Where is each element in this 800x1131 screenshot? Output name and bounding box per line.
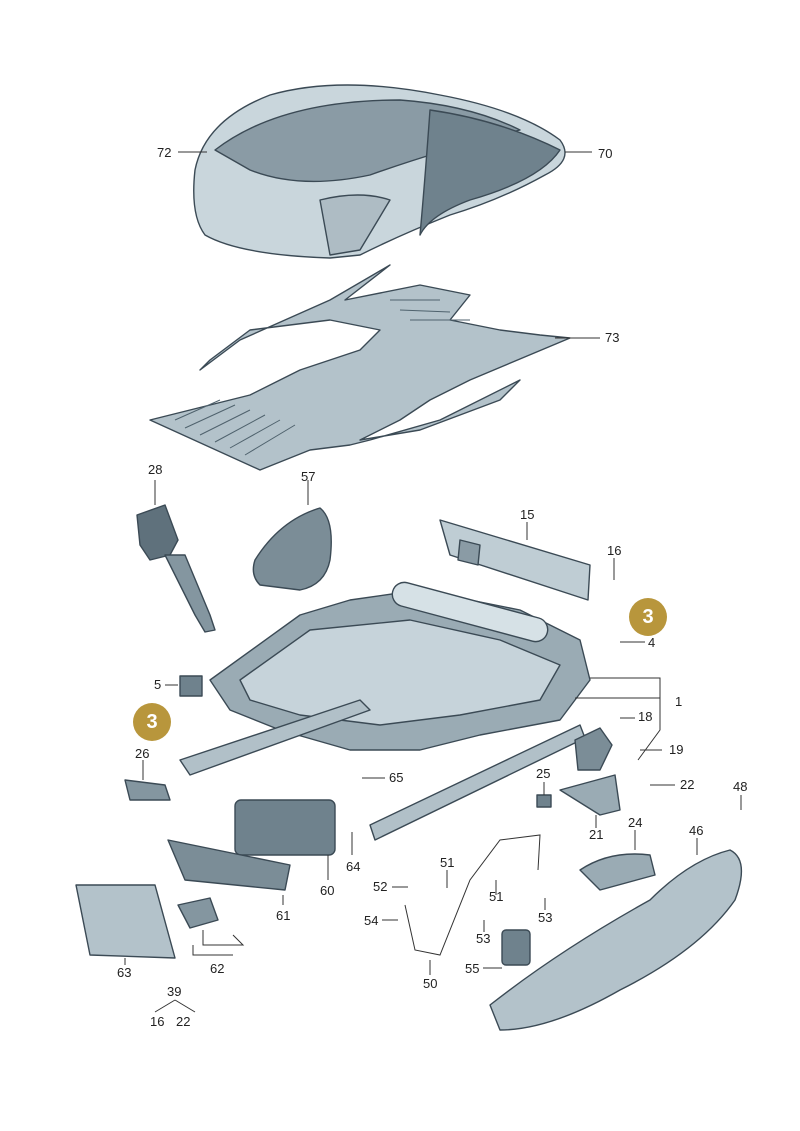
seat-cushion-part <box>193 84 566 259</box>
label-57: 57 <box>301 469 316 484</box>
part-18 <box>574 727 613 771</box>
label-53: 53 <box>538 910 553 925</box>
part-21 <box>559 774 621 816</box>
label-72: 72 <box>157 145 172 160</box>
small-parts <box>75 675 743 1031</box>
label-65: 65 <box>389 770 404 785</box>
label-22: 22 <box>680 777 695 792</box>
label-73: 73 <box>605 330 620 345</box>
part-60 <box>234 799 336 856</box>
bracket-part <box>439 519 591 601</box>
label-60: 60 <box>320 883 335 898</box>
label-39: 39 <box>167 984 182 999</box>
part-61 <box>167 839 291 891</box>
label-22-group: 22 <box>176 1014 191 1029</box>
part-24 <box>579 853 656 891</box>
label-28: 28 <box>148 462 163 477</box>
label-24: 24 <box>628 815 643 830</box>
leader-lines <box>124 151 742 1013</box>
label-25: 25 <box>536 766 551 781</box>
label-19: 19 <box>669 742 684 757</box>
heating-mat-part <box>149 264 571 471</box>
label-62: 62 <box>210 961 225 976</box>
label-51: 51 <box>489 889 504 904</box>
label-18: 18 <box>638 709 653 724</box>
callout-badge: 3 <box>629 598 667 636</box>
seat-frame-part <box>179 581 591 841</box>
part-5 <box>179 675 203 697</box>
side-cover-part <box>252 507 332 591</box>
label-70: 70 <box>598 146 613 161</box>
part-55 <box>501 929 531 966</box>
part-46 <box>489 849 743 1031</box>
label-1: 1 <box>675 694 683 709</box>
label-61: 61 <box>276 908 291 923</box>
label-55: 55 <box>465 961 480 976</box>
part-25 <box>536 794 552 808</box>
label-51: 51 <box>440 855 455 870</box>
label-46: 46 <box>689 823 704 838</box>
part-26 <box>124 779 171 801</box>
callout-badge: 3 <box>133 703 171 741</box>
label-50: 50 <box>423 976 438 991</box>
label-26: 26 <box>135 746 150 761</box>
part-50 <box>404 834 541 956</box>
belt-buckle-part <box>136 504 216 633</box>
label-21: 21 <box>589 827 604 842</box>
label-4: 4 <box>648 635 656 650</box>
part-62 <box>177 897 219 929</box>
label-63: 63 <box>117 965 132 980</box>
label-64: 64 <box>346 859 361 874</box>
part-63 <box>75 884 176 959</box>
label-54: 54 <box>364 913 379 928</box>
label-16-group: 16 <box>150 1014 165 1029</box>
label-52: 52 <box>373 879 388 894</box>
label-53: 53 <box>476 931 491 946</box>
label-48: 48 <box>733 779 748 794</box>
label-15: 15 <box>520 507 535 522</box>
label-16: 16 <box>607 543 622 558</box>
label-5: 5 <box>154 677 162 692</box>
